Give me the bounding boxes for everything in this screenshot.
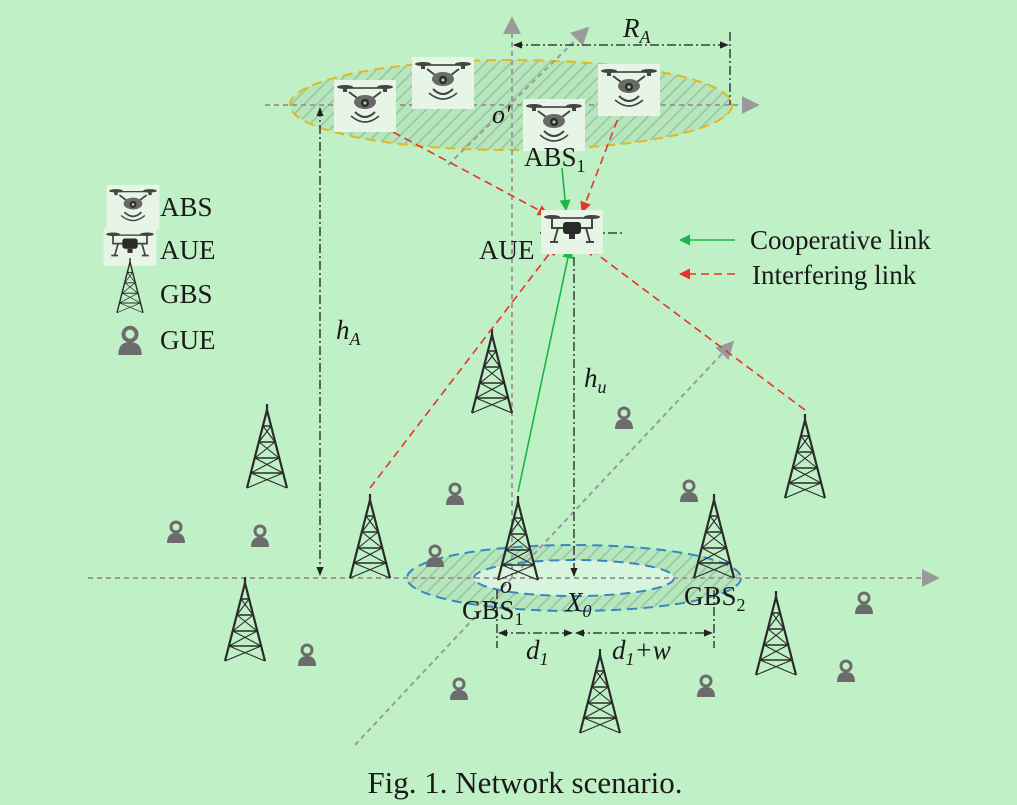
abs1-label: ABS1 <box>524 142 586 176</box>
gue-icon <box>613 406 635 431</box>
gue-icon <box>678 479 700 504</box>
abs-plane-y-axis <box>447 26 590 166</box>
interfering-link <box>580 107 623 214</box>
gbs-tower-icon <box>754 589 798 677</box>
ground-y-axis <box>354 340 735 746</box>
legend-cooperative-label: Cooperative link <box>750 225 931 255</box>
d1w-label: d1+w <box>612 635 671 669</box>
gbs-tower-icon <box>470 327 514 415</box>
aue-label: AUE <box>479 235 535 265</box>
gbs2-label: GBS2 <box>684 581 746 615</box>
abs-drone-icon <box>411 56 475 110</box>
gue-icon <box>835 659 857 684</box>
gue-icon <box>444 482 466 507</box>
aue-drone-icon <box>540 209 604 255</box>
interfering-link <box>585 245 806 411</box>
gue-icon <box>853 591 875 616</box>
ha-label: hA <box>336 315 362 349</box>
cooperative-link-abs1 <box>559 167 571 212</box>
legend-gbs-label: GBS <box>160 279 213 309</box>
abs-drone-icon <box>597 63 661 117</box>
gbs1-label: GBS1 <box>462 595 524 629</box>
gbs-tower-icon <box>245 402 289 490</box>
gue-icon <box>448 677 470 702</box>
gue-icon <box>165 520 187 545</box>
interfering-link <box>392 131 549 216</box>
interfering-link <box>369 244 557 489</box>
legend-abs-label: ABS <box>160 192 213 222</box>
cooperative-link-gbs1 <box>517 246 574 493</box>
legend-abs-icon <box>105 184 161 230</box>
oprime-label: o′ <box>492 100 511 129</box>
gbs-tower-icon <box>348 492 392 580</box>
d1-label: d1 <box>526 635 549 669</box>
gue-icon <box>249 524 271 549</box>
gue-icon <box>424 544 446 569</box>
gue-icon <box>695 674 717 699</box>
gbs-tower-icon <box>783 412 827 500</box>
legend-interfering-label: Interfering link <box>752 260 917 290</box>
abs-drone-icon <box>333 79 397 133</box>
gue-icon <box>296 643 318 668</box>
ra-label: RA <box>622 13 652 47</box>
legend-gue-label: GUE <box>160 325 216 355</box>
gbs-tower-icon <box>223 575 267 663</box>
figure-caption: Fig. 1. Network scenario. <box>367 765 682 800</box>
x0-label: X0 <box>565 587 592 621</box>
legend-aue-label: AUE <box>160 235 216 265</box>
hu-label: hu <box>584 363 607 397</box>
origin-label: o <box>500 573 512 599</box>
legend-gue-icon <box>116 325 144 357</box>
legend-gbs-icon <box>116 257 144 314</box>
